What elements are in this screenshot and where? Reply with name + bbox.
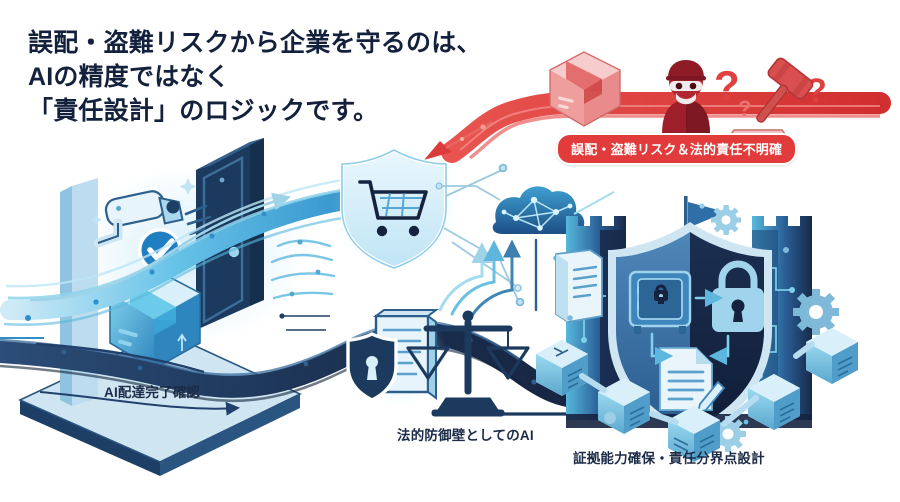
document-icon xyxy=(555,249,603,323)
scales-of-justice-icon xyxy=(406,310,530,417)
document-icon xyxy=(373,309,439,400)
security-camera-icon xyxy=(93,190,212,248)
cart-shield-node xyxy=(332,146,456,271)
shopping-cart-icon xyxy=(358,180,428,237)
package-box-icon xyxy=(549,51,621,127)
shield-keyhole-icon xyxy=(346,332,398,402)
caption-delivery: AI配達完了確認 xyxy=(104,385,201,400)
blockchain-cube-icon xyxy=(598,378,650,434)
gear-icon xyxy=(711,205,741,235)
navy-flow-band xyxy=(0,320,659,426)
blockchain-cube-icon xyxy=(668,406,720,462)
ai-cloud-node xyxy=(435,182,615,324)
padlock-icon xyxy=(712,260,764,332)
safe-vault-icon xyxy=(628,270,692,334)
question-mark-small-icon: ? xyxy=(738,96,751,121)
caption-legal-wall: 法的防御壁としてのAI xyxy=(397,428,534,443)
platform-base-icon xyxy=(18,331,302,476)
fortress-scene xyxy=(536,196,858,462)
question-mark-large-icon: ? xyxy=(714,62,740,109)
cyan-flow-band xyxy=(0,174,382,353)
gear-icon xyxy=(793,289,839,335)
large-shield-icon xyxy=(608,222,772,440)
data-stream-lines-icon xyxy=(270,239,336,300)
thief-masked-person-icon xyxy=(662,60,710,134)
blockchain-cube-icon xyxy=(806,328,858,384)
caption-evidence-liability: 証拠能力確保・責任分界点設計 xyxy=(573,451,765,466)
legal-scene xyxy=(346,309,530,417)
blockchain-cube-icon xyxy=(536,340,588,396)
risk-banner-label: 誤配・盗難リスク＆法的責任不明確 xyxy=(556,133,798,165)
sparkle-icon xyxy=(90,178,197,226)
